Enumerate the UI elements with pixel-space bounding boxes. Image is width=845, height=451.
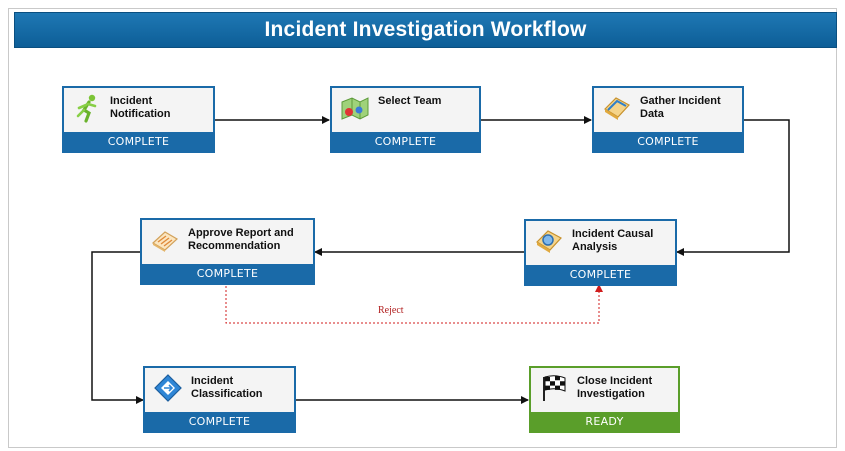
node-gather-incident-data[interactable]: Gather Incident Data COMPLETE — [592, 86, 744, 153]
node-approve-report[interactable]: Approve Report and Recommendation COMPLE… — [140, 218, 315, 285]
node-label: Close Incident Investigation — [577, 375, 653, 400]
node-close-incident-investigation[interactable]: Close Incident Investigation READY — [529, 366, 680, 433]
node-incident-causal-analysis[interactable]: Incident Causal Analysis COMPLETE — [524, 219, 677, 286]
analysis-icon — [536, 230, 562, 253]
node-incident-notification[interactable]: Incident Notification COMPLETE — [62, 86, 215, 153]
node-select-team[interactable]: Select Team COMPLETE — [330, 86, 481, 153]
node-label: Incident Notification — [110, 95, 171, 120]
node-label: Incident Classification — [191, 375, 263, 400]
page-title: Incident Investigation Workflow — [264, 18, 587, 41]
connector-gather-to-analysis — [676, 119, 790, 256]
connector-approve-to-classification — [91, 251, 144, 404]
document-icon — [151, 231, 179, 252]
folder-icon — [604, 97, 630, 120]
reject-label: Reject — [378, 305, 404, 316]
status-badge: COMPLETE — [526, 265, 675, 284]
status-badge: COMPLETE — [145, 412, 294, 431]
team-map-icon — [341, 97, 369, 120]
workflow-title-bar: Incident Investigation Workflow — [14, 12, 837, 48]
status-badge: COMPLETE — [594, 132, 742, 151]
node-label: Gather Incident Data — [640, 95, 721, 120]
node-incident-classification[interactable]: Incident Classification COMPLETE — [143, 366, 296, 433]
node-label: Select Team — [378, 94, 442, 107]
status-badge: COMPLETE — [142, 264, 313, 283]
node-label: Incident Causal Analysis — [572, 228, 654, 253]
status-badge: COMPLETE — [64, 132, 213, 151]
runner-icon — [76, 94, 97, 123]
status-badge: READY — [531, 412, 678, 431]
reject-connector — [225, 284, 603, 324]
checkered-flag-icon — [543, 375, 566, 401]
node-label: Approve Report and Recommendation — [188, 227, 294, 252]
status-badge: COMPLETE — [332, 132, 479, 151]
diamond-icon — [154, 374, 182, 402]
